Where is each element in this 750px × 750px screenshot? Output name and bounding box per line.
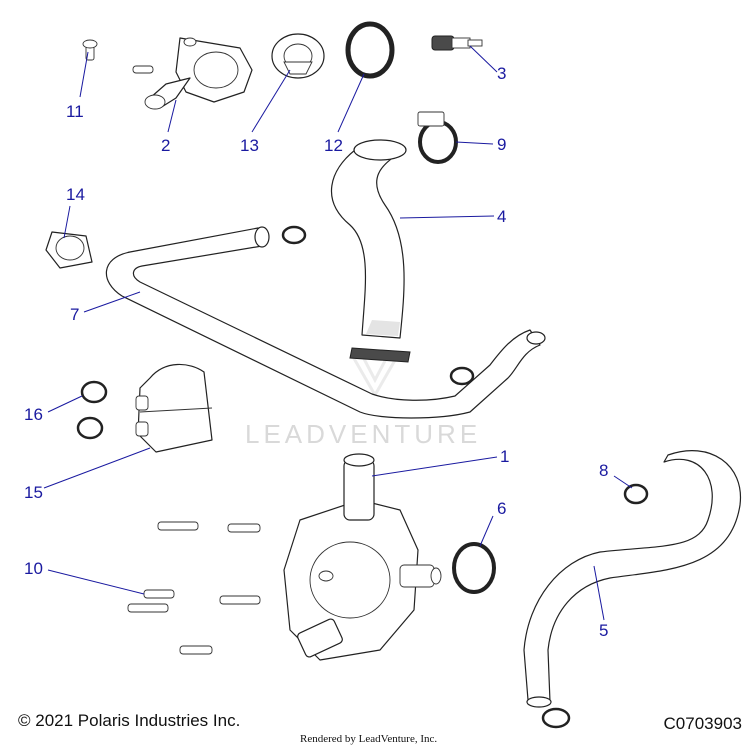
- part-seal-ring-12[interactable]: [345, 21, 395, 79]
- part-bolts-10[interactable]: [127, 521, 261, 655]
- part-water-pump-1[interactable]: [283, 453, 442, 661]
- callout-4: 4: [497, 207, 506, 226]
- part-small-clamps-16[interactable]: [76, 380, 108, 440]
- callout-10: 10: [24, 559, 43, 578]
- part-small-clamp-7a[interactable]: [281, 225, 475, 386]
- part-o-ring-6[interactable]: [452, 542, 496, 594]
- part-lower-hose-5[interactable]: [523, 450, 742, 729]
- part-hose-clamp-9[interactable]: [417, 111, 458, 164]
- callout-6: 6: [497, 499, 506, 518]
- part-bolt-11[interactable]: [82, 39, 98, 61]
- part-clamp-8[interactable]: [623, 483, 649, 505]
- callout-1: 1: [500, 447, 509, 466]
- part-thermostat-13[interactable]: [271, 33, 325, 79]
- callout-14: 14: [66, 185, 85, 204]
- callout-5: 5: [599, 621, 608, 640]
- copyright-notice: © 2021 Polaris Industries Inc.: [18, 711, 241, 730]
- leader-lines: [43, 45, 633, 621]
- callout-labels: 1 2 3 4 5 6 7 8 9 10 11 12 13 14 15 16: [24, 64, 608, 640]
- callout-15: 15: [24, 483, 43, 502]
- callout-13: 13: [240, 136, 259, 155]
- rendered-by-credit: Rendered by LeadVenture, Inc.: [300, 733, 438, 745]
- part-elbow-cover-15[interactable]: [135, 363, 213, 453]
- part-bypass-hose-7[interactable]: [105, 226, 546, 419]
- part-upper-hose-4[interactable]: [330, 139, 411, 363]
- callout-2: 2: [161, 136, 170, 155]
- diagram-id: C0703903: [663, 714, 742, 733]
- watermark-text: LEADVENTURE: [245, 419, 481, 449]
- callout-8: 8: [599, 461, 608, 480]
- callout-12: 12: [324, 136, 343, 155]
- callout-3: 3: [497, 64, 506, 83]
- callout-16: 16: [24, 405, 43, 424]
- callout-9: 9: [497, 135, 506, 154]
- part-clamp-14[interactable]: [45, 231, 93, 269]
- callout-7: 7: [70, 305, 79, 324]
- part-temperature-sensor-3[interactable]: [431, 35, 483, 51]
- part-thermostat-housing-2[interactable]: [132, 37, 253, 110]
- callout-11: 11: [66, 102, 84, 121]
